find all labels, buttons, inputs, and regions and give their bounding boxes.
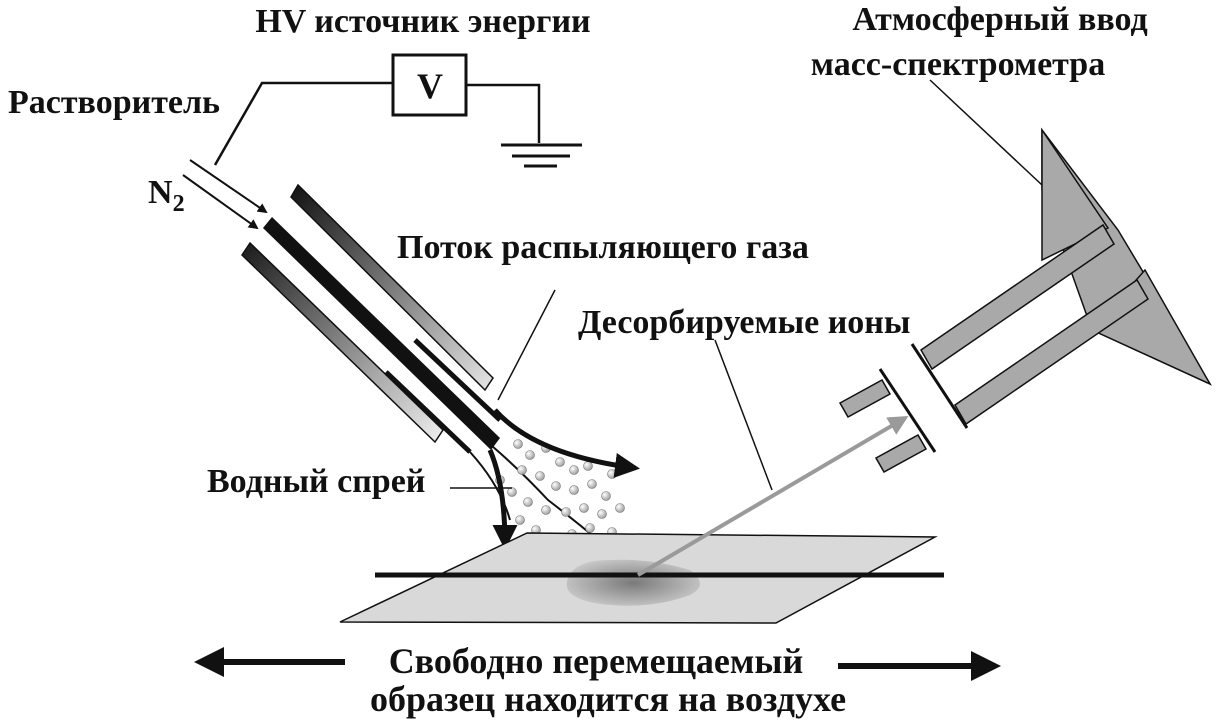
desorbed-ions-label: Десорбируемые ионы [578, 304, 910, 341]
ms-capillary-lower [954, 278, 1149, 426]
spray-droplet [569, 485, 579, 495]
spray-droplet [507, 487, 517, 497]
spray-droplet [583, 461, 593, 471]
spray-droplet [541, 505, 551, 515]
spray-droplet [601, 491, 611, 501]
solvent-label: Растворитель [8, 84, 220, 121]
ms-inlet-label-line2: масс-спектрометра [811, 46, 1105, 83]
hv-circuit: V [213, 53, 582, 168]
spray-droplet [587, 479, 597, 489]
central-capillary [263, 217, 500, 450]
hv-wire-left [213, 81, 393, 166]
spray-droplet [523, 497, 533, 507]
spray-droplet [607, 469, 617, 479]
solvent-arrow [189, 159, 268, 214]
nitrogen-label: N2 [148, 174, 185, 217]
gas-sheath-lower [384, 370, 472, 454]
ms-inlet-label-line1: Атмосферный ввод [852, 1, 1147, 38]
plume-edge-left [469, 451, 511, 521]
leader-lines [450, 79, 1043, 491]
spray-droplet [517, 465, 527, 475]
gas-sheath-upper [413, 338, 502, 422]
gas-flow-label: Поток распыляющего газа [397, 229, 809, 266]
sample-spot [566, 559, 700, 606]
ms-lens-upper [838, 378, 892, 419]
voltmeter-label: V [417, 66, 443, 106]
ms-capillary-upper [920, 223, 1115, 371]
spray-droplet [579, 503, 589, 513]
spray-droplet [513, 439, 523, 449]
voltmeter-box [391, 53, 468, 117]
sample-label-line1: Свободно перемещаемый [389, 641, 804, 681]
outer-tube-upper [290, 183, 494, 392]
ion-path-arrow [636, 415, 909, 577]
hv-wire-right [466, 83, 541, 143]
spray-droplet [585, 523, 595, 533]
ms-flange-outer [910, 343, 969, 429]
nitrogen-symbol: N [148, 174, 173, 211]
ms-flange-inner [878, 368, 937, 453]
nitrogen-arrow [182, 174, 259, 230]
sample-plate [339, 532, 944, 624]
spray-droplet [597, 509, 607, 519]
aqueous-spray-label: Водный спрей [207, 463, 425, 500]
ms-inlet [838, 127, 1212, 474]
spray-droplet [561, 507, 571, 517]
ms-lens-lower [874, 433, 928, 474]
gas-flow-arrow [493, 408, 640, 478]
inlet-arrows [182, 159, 268, 230]
hv-source-label: HV источник энергии [255, 3, 590, 40]
outer-tube-lower [241, 241, 444, 444]
spray-droplet [569, 465, 579, 475]
spray-droplet [551, 481, 561, 491]
sprayer [241, 183, 502, 454]
spray-droplet [515, 515, 525, 525]
spray-droplet [615, 503, 625, 513]
spray-droplet [555, 457, 565, 467]
spray-droplet [535, 471, 545, 481]
nitrogen-subscript: 2 [173, 191, 185, 217]
spray-arrow-down [487, 449, 518, 550]
spray-droplet [525, 450, 535, 460]
sample-label-line2: образец находится на воздухе [370, 679, 846, 719]
